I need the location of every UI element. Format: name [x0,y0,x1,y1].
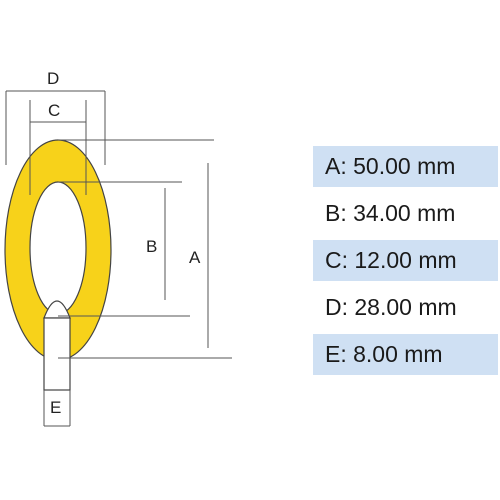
dim-label-e: E [50,398,61,417]
spec-row-d: D: 28.00 mm [325,294,457,320]
dim-label-b: B [146,237,157,256]
dim-label-d: D [47,69,59,88]
spec-row-b: B: 34.00 mm [325,200,456,226]
spec-row-e: E: 8.00 mm [313,334,498,375]
dim-label-a: A [189,248,201,267]
wire-section-cut [43,300,71,319]
spec-row-c: C: 12.00 mm [313,240,498,281]
spec-table: A: 50.00 mm B: 34.00 mm C: 12.00 mm D: 2… [313,146,498,381]
spec-row-a: A: 50.00 mm [313,146,498,187]
wire-section-bar [43,317,71,391]
dim-label-c: C [48,101,60,120]
